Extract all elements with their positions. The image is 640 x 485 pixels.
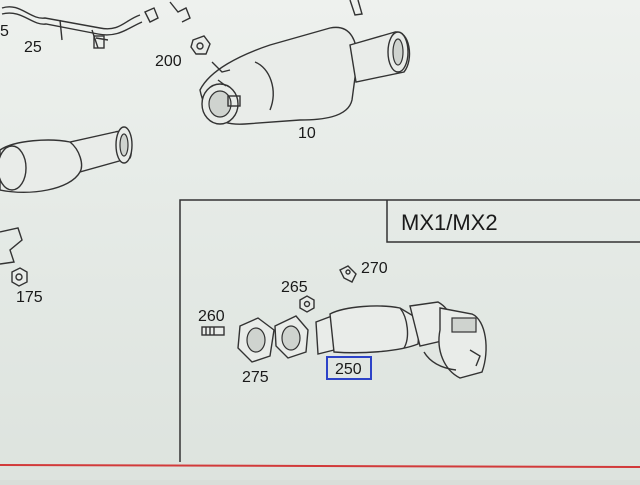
particulate-filter-10[interactable] [199,26,411,125]
callout-200: 200 [155,53,182,70]
nut-200[interactable] [190,35,211,55]
nut-265[interactable] [299,295,315,313]
bracket-270[interactable] [339,265,357,283]
bracket-left [0,227,23,265]
flange-plate [274,315,309,359]
catalytic-converter-250[interactable] [315,301,487,379]
callout-partial-left: 5 [0,23,9,40]
variant-label: MX1/MX2 [401,210,498,235]
catalyst-pipe-left[interactable] [0,126,133,193]
bracket-top [144,0,363,23]
variant-section: MX1/MX2 [179,199,640,462]
gasket-275[interactable] [237,317,275,363]
callout-270: 270 [361,260,388,277]
callout-260: 260 [198,308,225,325]
callout-175: 175 [16,289,43,306]
stud-260[interactable] [201,326,225,336]
callout-250-highlight-box[interactable] [326,356,372,380]
nut-175[interactable] [11,267,28,287]
hose-assembly-25[interactable] [1,6,143,49]
callout-250: 250 [335,361,362,378]
callout-25: 25 [24,39,42,56]
callout-10: 10 [298,125,316,142]
callout-275: 275 [242,369,269,386]
footer-divider [0,464,640,468]
callout-265: 265 [281,279,308,296]
